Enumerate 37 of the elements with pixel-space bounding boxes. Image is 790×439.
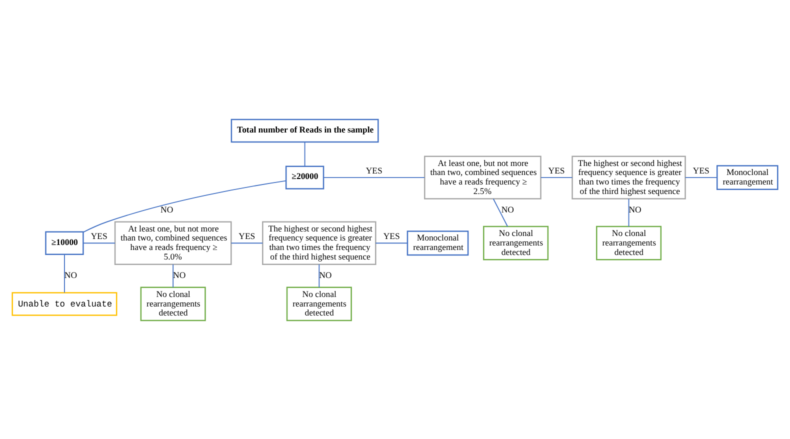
node-box: At least one, but not more than two, combined sequences have a reads frequency ≥ 2.5% (424, 155, 542, 199)
edge-label: NO (319, 270, 332, 280)
connector (375, 242, 408, 244)
connector (172, 263, 174, 288)
node-box: The highest or second highest frequency sequence is greater than two times the frequency of the third highest sequence (262, 220, 376, 264)
node-box: The highest or second highest frequency sequence is greater than two times the frequency of the third highest sequence (572, 155, 686, 199)
node-box: No clonal rearrangements detected (483, 225, 549, 260)
connector (304, 141, 306, 166)
node-box: No clonal rearrangements detected (596, 225, 662, 260)
connector (540, 176, 573, 178)
edge-label: YES (366, 164, 382, 175)
edge-label: YES (383, 230, 400, 240)
connector (492, 198, 508, 226)
connector (64, 253, 65, 293)
edge-label: YES (692, 164, 710, 175)
edge-label: NO (160, 204, 174, 214)
node-box: Monoclonal rearrangement (716, 164, 778, 190)
connector (684, 176, 718, 178)
edge-label: NO (501, 204, 514, 214)
node-box: At least one, but not more than two, combined sequences have a reads frequency ≥ 5.0% (114, 220, 232, 264)
connector (323, 176, 425, 178)
node-box: Total number of Reads in the sample (230, 118, 379, 142)
edge-label: YES (548, 164, 565, 175)
connector (82, 180, 286, 232)
node-box: ≥20000 (285, 165, 324, 189)
connector (318, 263, 320, 288)
node-box: Unable to evaluate (12, 292, 118, 316)
connector (628, 198, 630, 226)
node-box: No clonal rearrangements detected (286, 286, 352, 321)
edge-label: NO (628, 204, 642, 214)
edge-label: YES (90, 230, 108, 240)
node-box: ≥10000 (45, 230, 84, 254)
node-box: Monoclonal rearrangement (406, 230, 469, 256)
node-box: No clonal rearrangements detected (140, 286, 206, 321)
connector (82, 242, 116, 244)
connector (230, 242, 264, 244)
edge-label: YES (238, 230, 256, 240)
